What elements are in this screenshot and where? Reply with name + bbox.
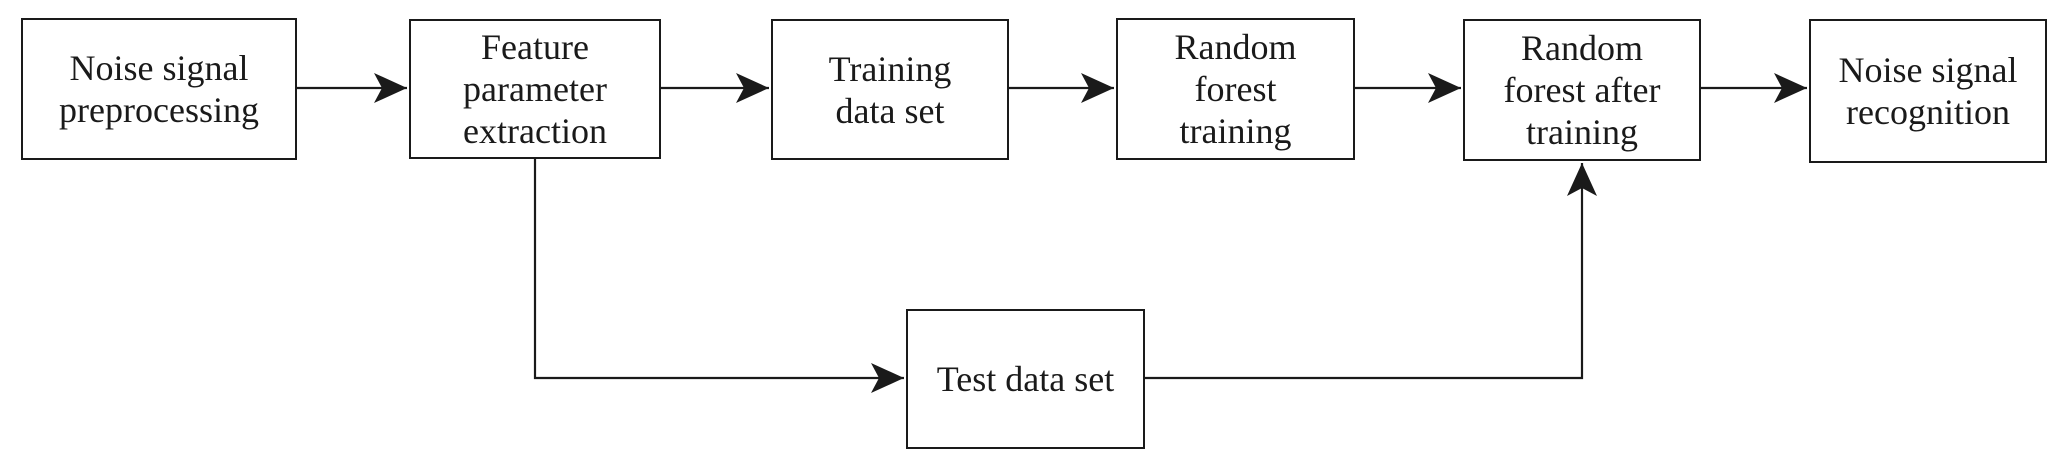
node-label-line: parameter: [463, 69, 607, 109]
node-label-line: forest: [1194, 69, 1277, 109]
node-label-line: Test data set: [936, 359, 1115, 399]
node-label-line: Random: [1521, 28, 1643, 68]
node-label-line: Random: [1174, 27, 1297, 67]
node-feature-parameter-extraction: Feature parameter extraction: [409, 19, 661, 159]
node-label-line: data set: [835, 90, 945, 131]
connector-extraction-to-test-set: [533, 159, 904, 393]
node-label-line: Training: [828, 48, 952, 89]
connector-test-set-to-rf-after: [1145, 163, 1597, 380]
node-test-data-set: Test data set: [906, 309, 1145, 449]
node-label-line: Feature: [481, 27, 589, 67]
node-noise-signal-preprocessing: Noise signal preprocessing: [21, 18, 297, 160]
node-noise-signal-recognition: Noise signal recognition: [1809, 19, 2047, 163]
node-label-line: preprocessing: [59, 90, 259, 130]
node-random-forest-after-training: Random forest after training: [1463, 19, 1701, 161]
node-training-data-set: Training data set: [771, 19, 1009, 160]
node-label-line: extraction: [463, 111, 607, 151]
node-label-line: forest after: [1503, 70, 1661, 110]
node-label-line: training: [1526, 112, 1638, 152]
node-label-line: recognition: [1846, 92, 2010, 132]
node-label-line: Noise signal: [1838, 50, 2018, 90]
node-random-forest-training: Random forest training: [1116, 18, 1355, 160]
node-label-line: Noise signal: [69, 48, 249, 88]
node-label-line: training: [1179, 111, 1292, 151]
